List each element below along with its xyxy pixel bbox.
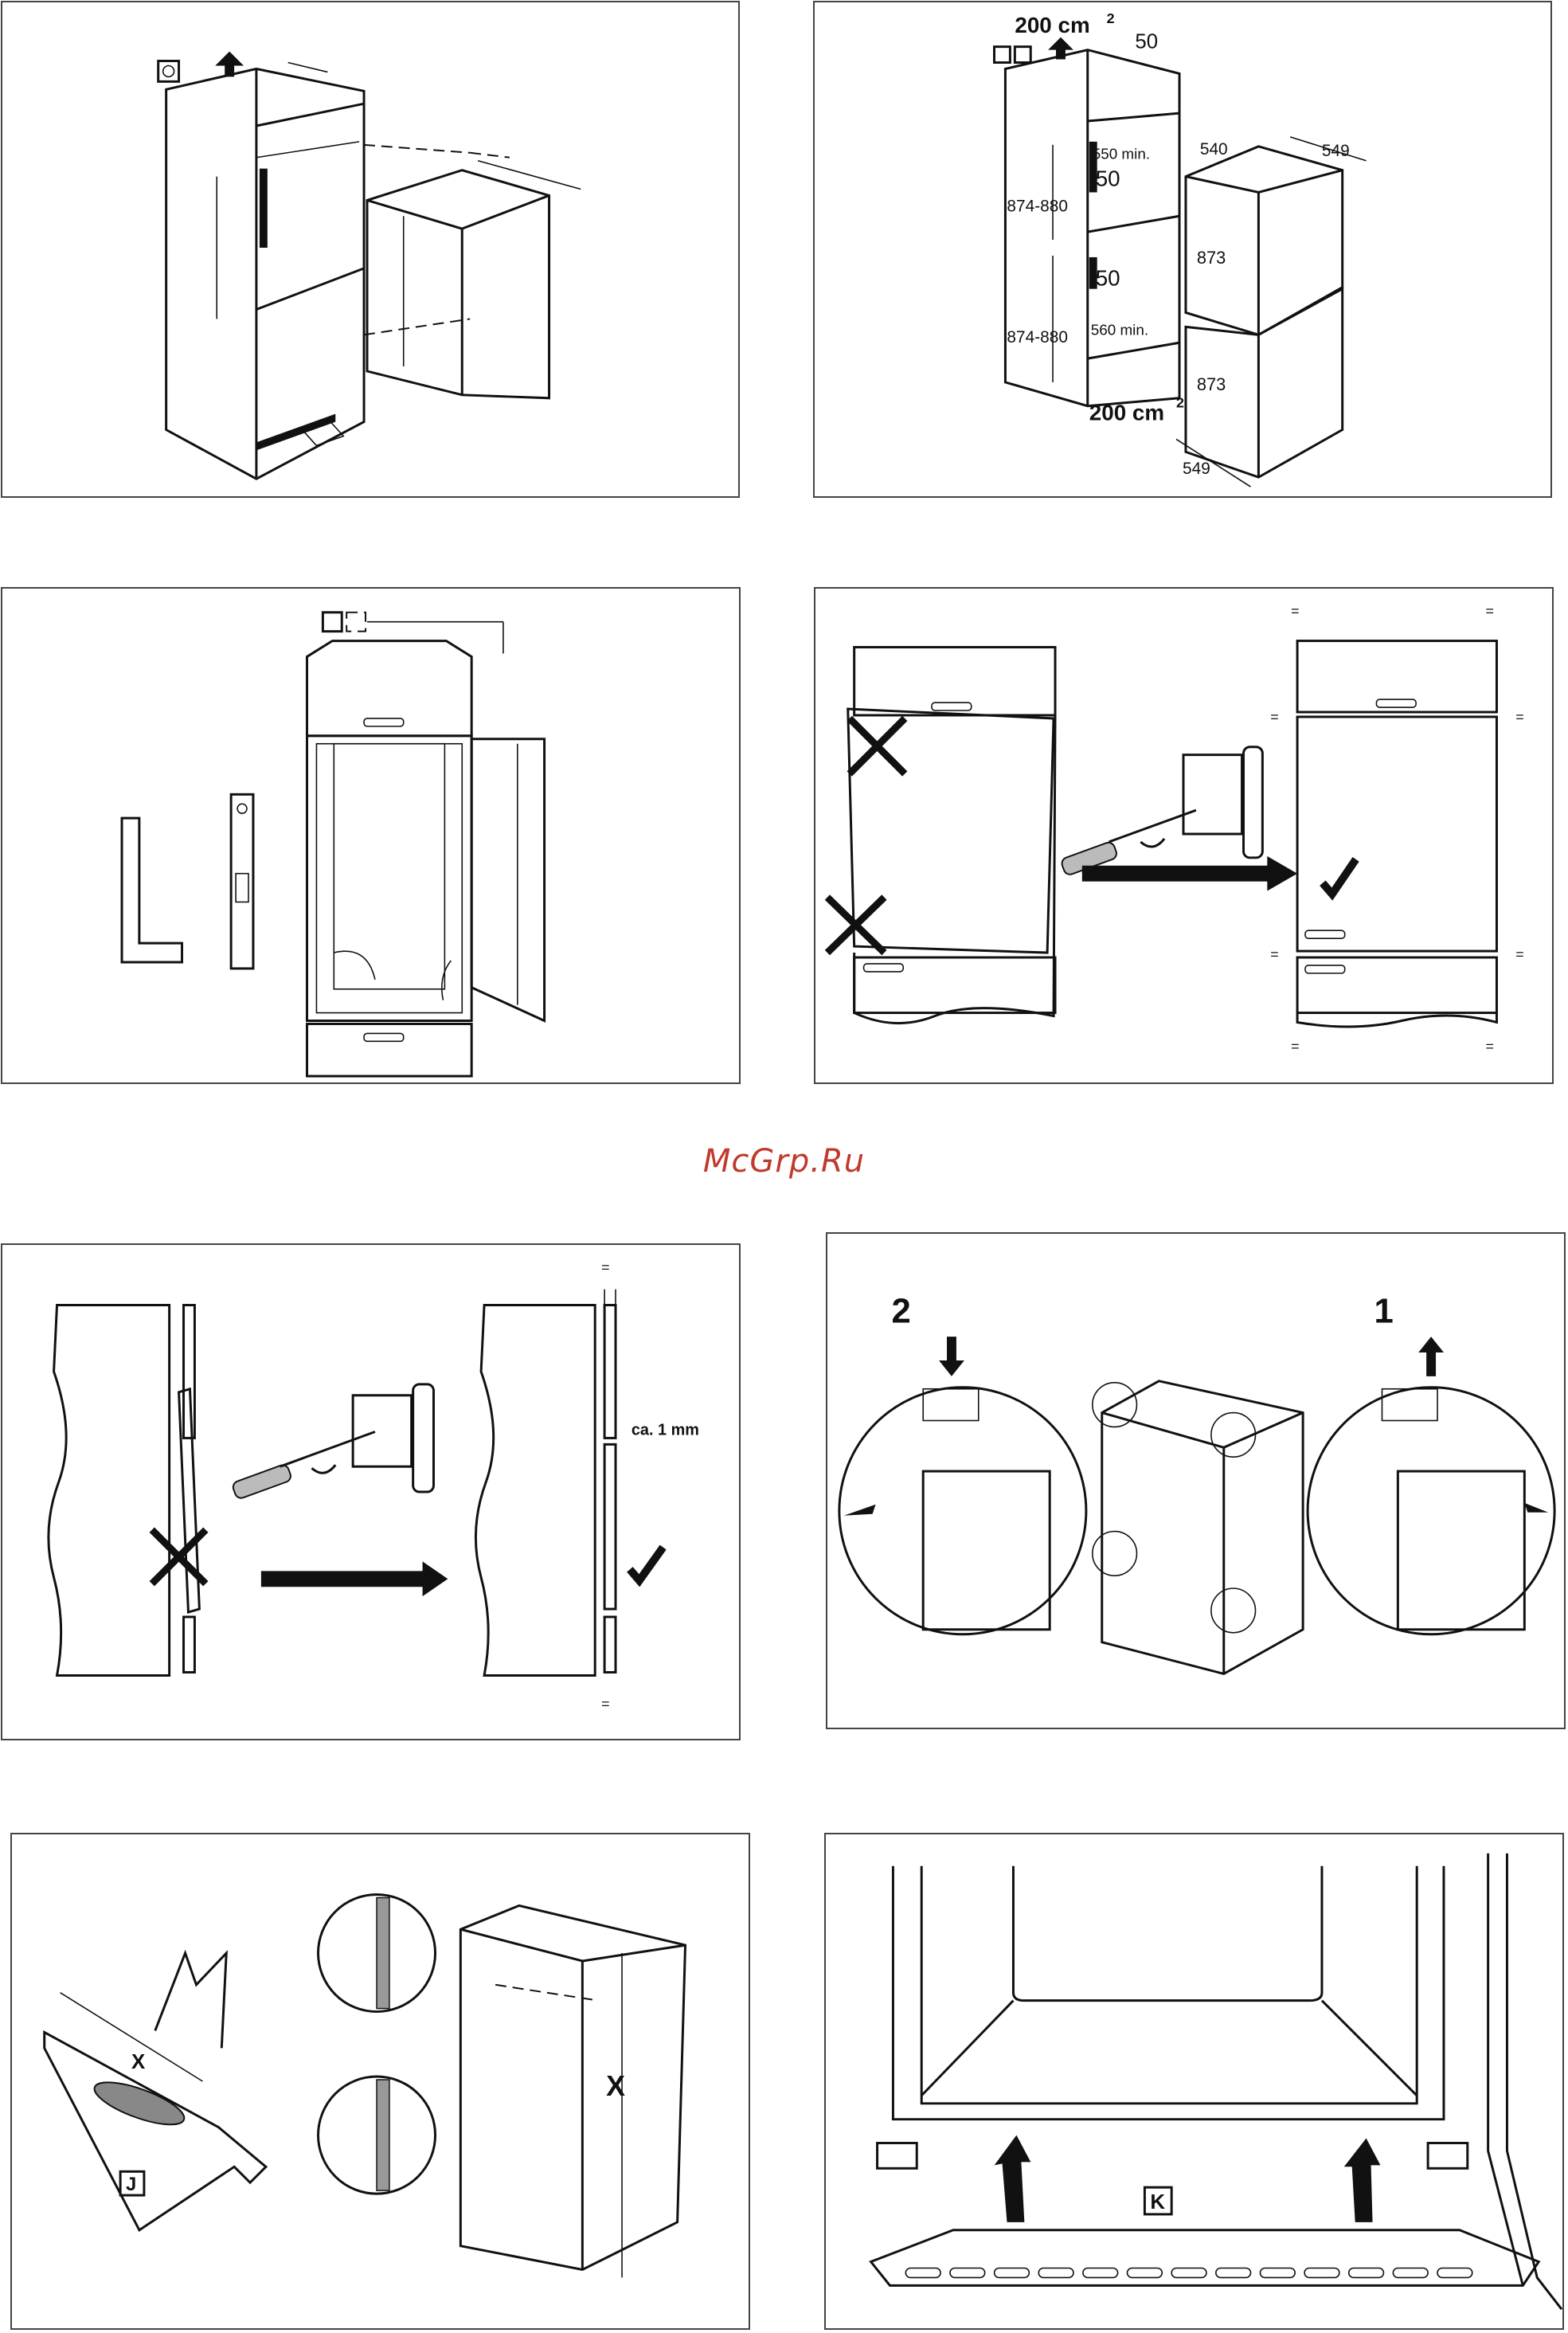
measure-x-drawing: X J X xyxy=(12,1834,749,2328)
appliance-outline xyxy=(367,170,549,398)
socket-icon-2 xyxy=(346,613,366,632)
base-grille-drawing: K xyxy=(826,1834,1562,2328)
align-doors-drawing: = = = = = = = = xyxy=(815,589,1552,1082)
measure-x2-label: X xyxy=(606,2070,625,2102)
equal-sign: = xyxy=(1515,709,1523,725)
socket-icon-2 xyxy=(1015,47,1030,63)
right-arrow-icon xyxy=(261,1561,448,1596)
vent-top-label: 200 cm xyxy=(1015,13,1089,37)
socket-icon xyxy=(158,61,179,82)
hinge-icon xyxy=(1183,755,1242,834)
gap-mid1-label: 50 xyxy=(1096,166,1120,191)
socket-icon xyxy=(995,47,1011,63)
equal-sign: = xyxy=(1486,603,1494,619)
vent-top-sup: 2 xyxy=(1107,10,1115,26)
upper-cabinet xyxy=(307,641,472,736)
step-left-label: 2 xyxy=(891,1291,910,1330)
equal-sign: = xyxy=(1515,946,1523,962)
aligned-door-edge xyxy=(604,1444,616,1609)
vent-bottom-sup: 2 xyxy=(1176,395,1184,411)
niche-lower-label: 874-880 xyxy=(1007,328,1068,346)
hinge-icon xyxy=(353,1395,412,1466)
appliance-cavity xyxy=(1013,1866,1322,2001)
up-arrow-icon-right xyxy=(1344,2139,1381,2222)
part-k-label: K xyxy=(1150,2191,1165,2214)
part-j-label: J xyxy=(126,2174,136,2195)
up-arrow-icon xyxy=(1418,1337,1444,1376)
panel-align-doors: = = = = = = = = xyxy=(814,587,1554,1084)
height-lower-label: 873 xyxy=(1197,374,1226,394)
down-arrow-icon xyxy=(939,1337,964,1376)
cabinet-side-correct xyxy=(475,1305,595,1676)
aligned-top-door xyxy=(1297,641,1496,712)
niche-overview-drawing xyxy=(2,2,738,496)
up-arrow-icon-left xyxy=(995,2135,1031,2222)
appliance-outline xyxy=(460,1905,685,2269)
hinge-screws-drawing: 2 1 xyxy=(827,1234,1564,1728)
square-tool-icon xyxy=(122,818,182,962)
measure-x1-label: X xyxy=(131,2051,145,2073)
panel-hinge-screws: 2 1 xyxy=(826,1232,1566,1729)
check-square-drawing xyxy=(2,589,739,1082)
equal-sign: = xyxy=(1291,1038,1299,1054)
min-550-label: 550 min. xyxy=(1093,146,1150,162)
equal-sign: = xyxy=(601,1259,609,1275)
min-560-label: 560 min. xyxy=(1091,321,1148,338)
height-upper-label: 873 xyxy=(1197,248,1226,268)
aligned-middle-door xyxy=(1297,717,1496,951)
right-arrow-icon xyxy=(1082,856,1297,891)
check-mark-icon xyxy=(1323,859,1356,894)
gap-top-label: 50 xyxy=(1135,31,1158,53)
open-door xyxy=(471,739,544,1021)
socket-icon xyxy=(323,613,342,632)
panel-check-square xyxy=(1,587,741,1084)
equal-sign: = xyxy=(1486,1038,1494,1054)
niche-upper-label: 874-880 xyxy=(1007,197,1068,215)
equal-sign: = xyxy=(601,1696,609,1712)
check-mark-icon xyxy=(630,1548,663,1581)
panel-base-grille: K xyxy=(824,1833,1564,2330)
vent-bottom-label: 200 cm xyxy=(1089,401,1164,425)
depth-549-bottom-label: 549 xyxy=(1183,460,1210,478)
equal-sign: = xyxy=(1291,603,1299,619)
panel-dimensions: 200 cm 2 50 550 min. 50 874-880 50 874-8… xyxy=(813,1,1552,498)
niche-cabinet-outline xyxy=(1005,50,1179,406)
gap-mid2-label: 50 xyxy=(1096,266,1120,291)
upper-appliance xyxy=(1186,147,1343,335)
dimensions-drawing: 200 cm 2 50 550 min. 50 874-880 50 874-8… xyxy=(815,2,1550,496)
cabinet-side-wrong xyxy=(49,1305,170,1676)
step-right-label: 1 xyxy=(1374,1291,1394,1330)
niche-frame xyxy=(307,736,472,1021)
screwdriver-icon xyxy=(232,1463,293,1500)
panel-measure-x: X J X xyxy=(10,1833,750,2330)
panel-door-gap: ca. 1 mm = = xyxy=(1,1243,741,1740)
panel-cabinet-niche-overview xyxy=(1,1,740,498)
lower-cabinet xyxy=(307,1024,472,1076)
depth-540-label: 540 xyxy=(1200,140,1228,159)
door-gap-drawing: ca. 1 mm = = xyxy=(2,1245,739,1739)
folding-rule-icon xyxy=(155,1953,226,2048)
equal-sign: = xyxy=(1270,709,1278,725)
watermark: McGrp.Ru xyxy=(0,1143,1568,1180)
gap-label: ca. 1 mm xyxy=(632,1421,699,1439)
equal-sign: = xyxy=(1270,946,1278,962)
level-tool-icon xyxy=(231,794,253,969)
detail-circle-right xyxy=(1308,1388,1554,1634)
cover-strip-j xyxy=(45,2032,266,2229)
